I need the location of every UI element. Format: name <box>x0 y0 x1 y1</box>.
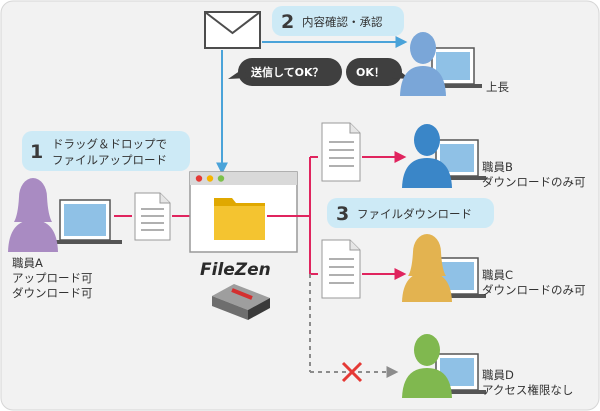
step-3-number: 3 <box>336 203 349 225</box>
product-logo-text: FileZen <box>200 260 271 280</box>
step-1-pill: 1 ドラッグ＆ドロップで ファイルアップロード <box>22 131 190 171</box>
staff-d-name: 職員D <box>482 368 514 382</box>
boss-label: 上長 <box>486 80 509 94</box>
step-2-pill: 2 内容確認・承認 <box>272 6 404 36</box>
staff-c-name: 職員C <box>482 268 514 282</box>
document-icon <box>134 192 171 241</box>
step-1-line-2: ファイルアップロード <box>52 153 167 167</box>
step-3-text: ファイルダウンロード <box>357 207 472 221</box>
staff-c-label: 職員C ダウンロードのみ可 <box>482 268 586 298</box>
staff-b-name: 職員B <box>482 160 513 174</box>
bubble-send-ok: 送信してOK？ <box>228 58 342 86</box>
envelope-icon <box>204 11 261 49</box>
step-1-line-1: ドラッグ＆ドロップで <box>52 137 167 151</box>
staff-a-figure <box>8 178 122 252</box>
window-max-dot <box>217 175 225 182</box>
staff-b-label: 職員B ダウンロードのみ可 <box>482 160 586 190</box>
window-min-dot <box>206 175 214 182</box>
bubble-ok-text: OK！ <box>356 66 385 79</box>
staff-c-permission: ダウンロードのみ可 <box>482 283 586 297</box>
staff-b-permission: ダウンロードのみ可 <box>482 175 586 189</box>
staff-d-figure <box>402 334 486 398</box>
boss-figure <box>400 32 482 96</box>
bubble-send-ok-text: 送信してOK？ <box>250 65 324 79</box>
window-close-dot <box>195 175 203 182</box>
step-2-text: 内容確認・承認 <box>302 15 383 29</box>
staff-a-name: 職員A <box>12 256 43 270</box>
deny-x-icon <box>341 361 363 383</box>
staff-d-permission: アクセス権限なし <box>482 383 574 397</box>
staff-c-figure <box>402 234 486 302</box>
staff-a-permission-upload: アップロード可 <box>12 271 93 285</box>
staff-a-permission-download: ダウンロード可 <box>12 286 93 300</box>
step-2-number: 2 <box>281 11 294 33</box>
appliance-icon <box>212 284 270 320</box>
staff-a-label: 職員A アップロード可 ダウンロード可 <box>12 256 93 301</box>
staff-b-figure <box>402 124 486 188</box>
document-icon <box>321 122 361 182</box>
document-icon <box>321 239 361 299</box>
staff-d-label: 職員D アクセス権限なし <box>482 368 573 398</box>
step-3-pill: 3 ファイルダウンロード <box>327 198 494 228</box>
step-1-number: 1 <box>30 141 43 163</box>
bubble-ok: OK！ <box>346 58 410 86</box>
folder-icon <box>214 198 265 240</box>
